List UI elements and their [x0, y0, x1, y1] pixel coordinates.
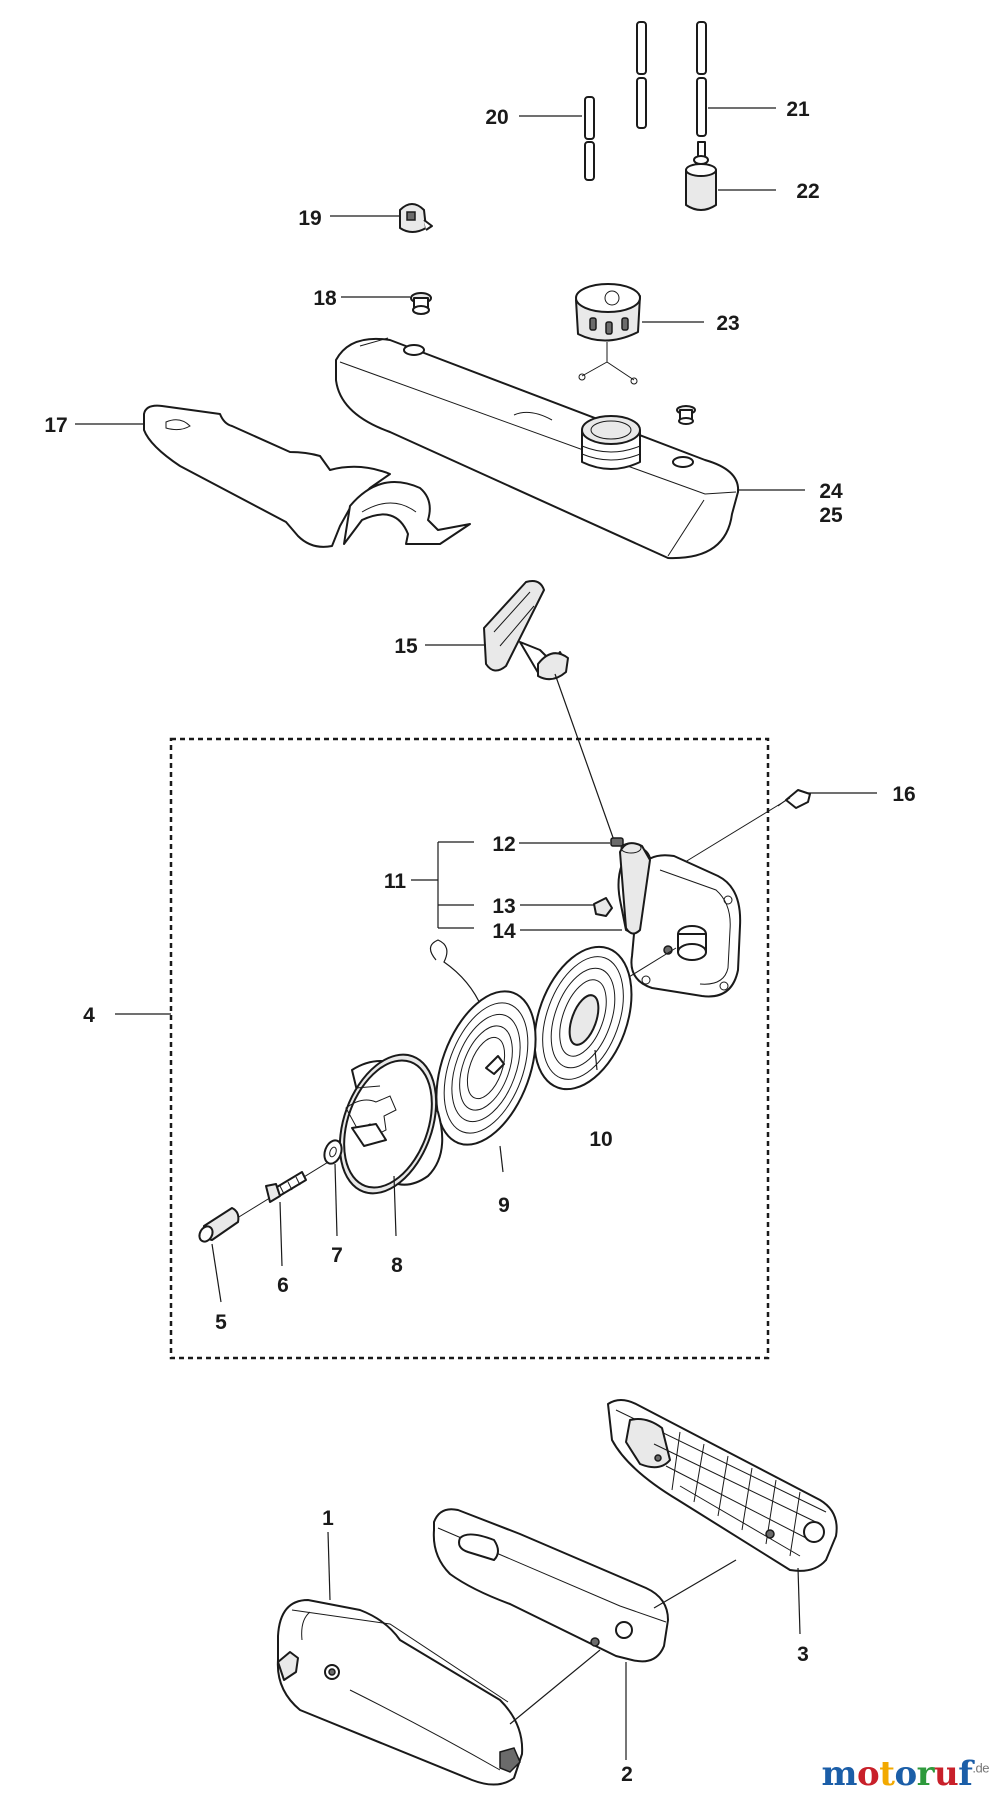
starter-cord: [554, 673, 617, 847]
part-22-fuel-filter: [685, 141, 717, 211]
part-9-spiral-spring: [435, 990, 537, 1146]
part-19-grommet: [399, 203, 433, 233]
callout-2: 2: [621, 1763, 633, 1786]
callout-13: 13: [492, 895, 515, 918]
part-20-pins: [584, 96, 595, 181]
part-25-plug: [676, 405, 696, 425]
callout-10: 10: [589, 1128, 612, 1151]
part-24-fuel-tank: [335, 337, 740, 560]
part-1-filter-cover: [276, 1599, 524, 1786]
callout-23: 23: [716, 312, 739, 335]
watermark-suffix: .de: [972, 1760, 989, 1776]
part-16-screw: [777, 789, 811, 809]
callout-5: 5: [215, 1311, 227, 1334]
watermark-letter: u: [934, 1754, 959, 1794]
callout-8: 8: [391, 1254, 403, 1277]
watermark-letter: o: [857, 1754, 880, 1794]
part-21-pins: [636, 21, 707, 137]
callout-numbers: 1 2 3 4 5 6 7 8 9 10 11 12 13 14 15 16 1…: [44, 98, 915, 1786]
callout-25: 25: [819, 504, 843, 527]
part-6-screw: [265, 1171, 307, 1203]
callout-4: 4: [83, 1004, 95, 1027]
callout-14: 14: [492, 920, 516, 943]
part-2-filter: [432, 1508, 669, 1663]
callout-15: 15: [394, 635, 418, 658]
callout-11: 11: [384, 870, 407, 893]
callout-12: 12: [492, 833, 515, 856]
callout-7: 7: [331, 1244, 343, 1267]
screw-axis: [671, 797, 791, 871]
part-13-nut: [593, 897, 613, 917]
callout-9: 9: [498, 1194, 510, 1217]
part-8-pulley: [338, 1053, 444, 1195]
callout-21: 21: [786, 98, 810, 121]
part-18-plug: [410, 292, 432, 315]
callout-16: 16: [892, 783, 915, 806]
watermark-letter: m: [821, 1754, 858, 1794]
part-12-bushing: [610, 837, 624, 847]
callout-3: 3: [797, 1643, 809, 1666]
part-17-bracket: [143, 404, 471, 548]
starter-assembly-box: [169, 737, 770, 1360]
part-3-filter-holder: [607, 1399, 838, 1572]
callout-19: 19: [298, 207, 321, 230]
watermark-letter: t: [879, 1754, 895, 1794]
callout-24: 24: [819, 480, 843, 503]
watermark-logo: motoruf.de: [821, 1754, 990, 1794]
part-5-sleeve: [198, 1207, 240, 1243]
callout-6: 6: [277, 1274, 289, 1297]
part-15-starter-handle: [483, 580, 569, 681]
part-11-starter-housing: [617, 842, 742, 998]
callout-20: 20: [485, 106, 508, 129]
watermark-letter: r: [916, 1754, 935, 1794]
callout-18: 18: [313, 287, 337, 310]
part-23-tank-cap: [575, 283, 641, 385]
watermark-letter: f: [958, 1754, 973, 1794]
callout-17: 17: [44, 414, 67, 437]
part-7-washer: [323, 1139, 343, 1165]
part-10-recoil-spring: [533, 945, 633, 1091]
leader-lines: [75, 107, 877, 1760]
callout-1: 1: [322, 1507, 334, 1530]
callout-22: 22: [796, 180, 819, 203]
watermark-letter: o: [894, 1754, 917, 1794]
